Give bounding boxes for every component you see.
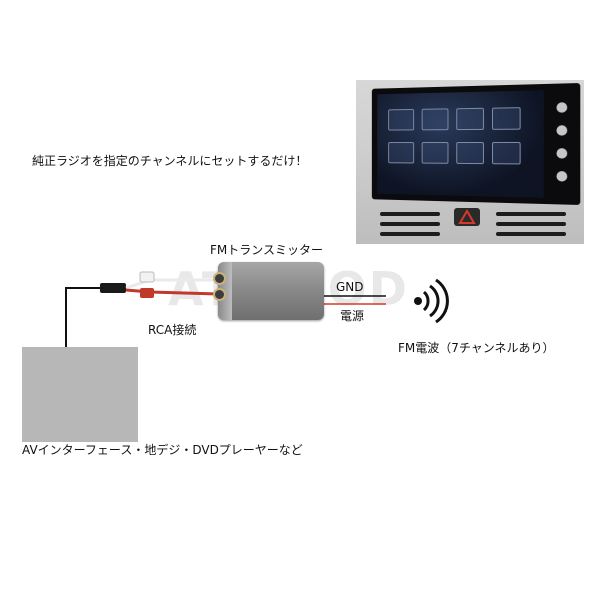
rca-jack xyxy=(213,272,226,285)
rca-white-plug xyxy=(140,272,154,282)
power-label: 電源 xyxy=(340,310,364,322)
av-source-device xyxy=(22,347,138,442)
rca-jack xyxy=(213,288,226,301)
av-plug xyxy=(100,283,126,293)
av-cable xyxy=(66,288,100,347)
transmitter-label: FMトランスミッター xyxy=(210,244,323,256)
device-label: AVインターフェース・地デジ・DVDプレーヤーなど xyxy=(22,444,303,456)
gnd-label: GND xyxy=(336,281,364,293)
rca-label: RCA接続 xyxy=(148,324,196,336)
fm-wave-label: FM電波（7チャンネルあり） xyxy=(398,342,555,354)
rca-red-plug xyxy=(140,288,154,298)
fm-transmitter-box xyxy=(218,262,324,320)
radio-waves-icon xyxy=(410,276,450,326)
rca-red-wire xyxy=(126,290,218,294)
